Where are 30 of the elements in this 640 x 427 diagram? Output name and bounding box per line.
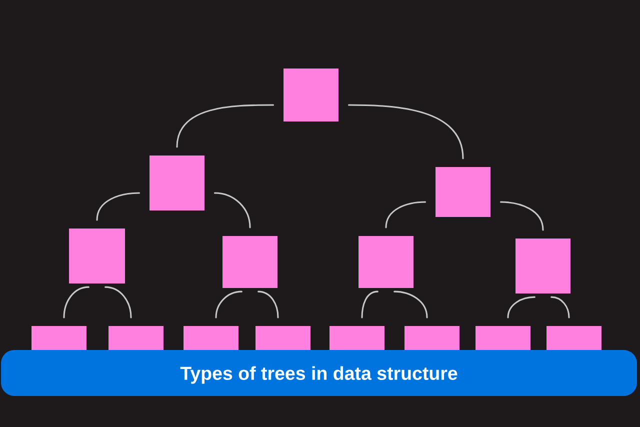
chalk-line <box>63 286 90 318</box>
chalk-line <box>550 296 570 318</box>
chalk-line <box>500 201 544 231</box>
sticky-note <box>150 156 204 210</box>
sticky-note <box>476 326 530 350</box>
sticky-note <box>330 326 384 350</box>
chalk-line <box>394 290 428 318</box>
chalk-line <box>215 290 242 318</box>
chalk-line <box>385 201 426 228</box>
sticky-note <box>284 68 338 122</box>
sticky-note <box>358 236 414 288</box>
sticky-note <box>516 238 570 294</box>
chalk-line <box>176 104 274 148</box>
sticky-note <box>69 228 125 284</box>
sticky-note <box>32 326 86 350</box>
chalk-line <box>258 290 279 318</box>
chalk-line <box>96 192 140 221</box>
sticky-note <box>436 167 490 217</box>
sticky-note <box>184 326 238 350</box>
title-banner: Types of trees in data structure <box>1 350 637 396</box>
sticky-note <box>108 326 164 350</box>
chalk-line <box>348 104 464 160</box>
chalk-line <box>507 296 536 318</box>
sticky-note <box>546 326 602 350</box>
sticky-note <box>222 236 278 288</box>
sticky-note <box>404 326 460 350</box>
sticky-note <box>256 326 310 350</box>
chalk-line <box>104 286 132 318</box>
chalk-line <box>214 192 251 228</box>
chalk-line <box>361 290 378 318</box>
